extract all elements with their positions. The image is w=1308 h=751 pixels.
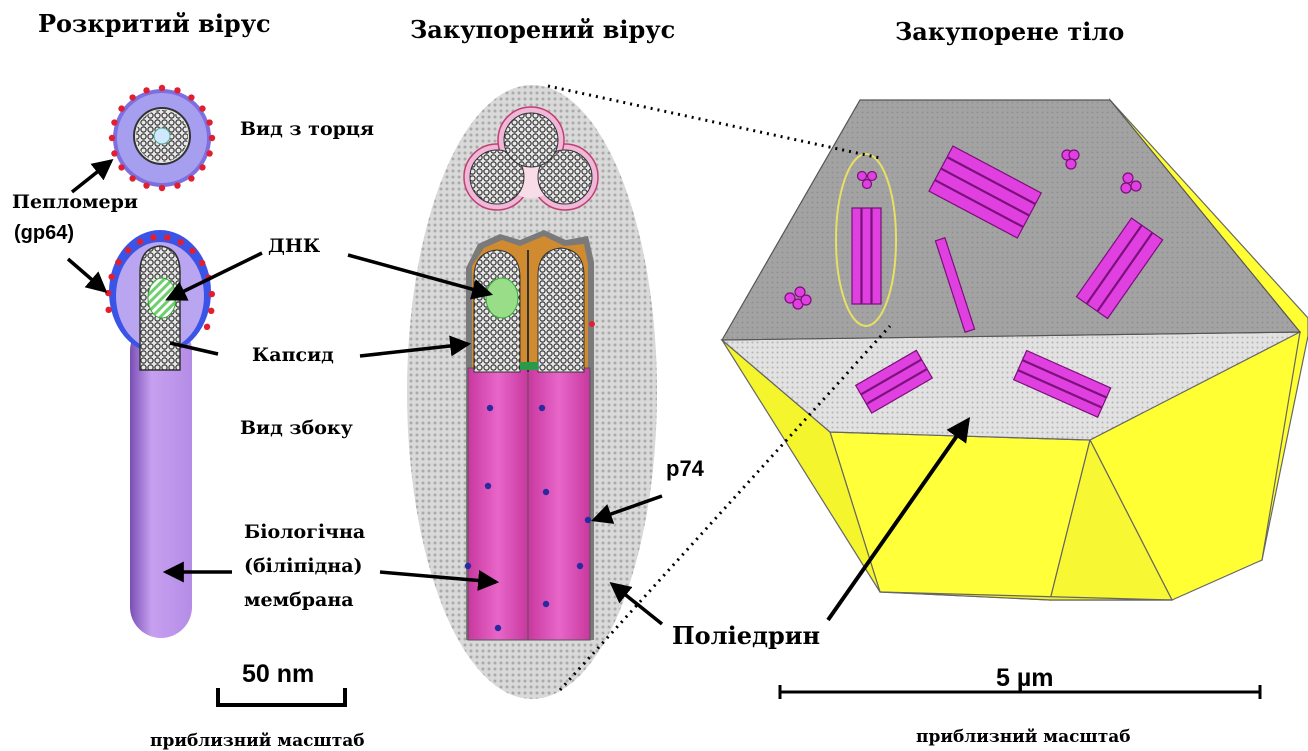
peplomer-dot [206,150,212,156]
p74-dot [465,563,471,569]
peplomer-dot [111,119,117,125]
peplomer-dot [150,234,156,240]
peplomer-dot [129,94,135,100]
peplomer-dot [129,175,135,181]
p74-dot [585,517,591,523]
peplomer-dot [125,247,131,253]
peplomer-dot [143,182,149,188]
peplomer-dot [208,308,214,314]
peplomer-dot [111,150,117,156]
peplomer-dot [164,234,170,240]
occlusion-body [548,86,1308,699]
scale-note-left: приблизний масштаб [150,732,365,751]
membrane-label-line1: Біологічна [244,522,365,544]
p74-label: p74 [666,456,704,481]
polyhedrin-label: Поліедрин [672,622,820,650]
peplomer-dot [189,248,195,254]
peplomer-dot [109,135,115,141]
peplomer-dot [105,290,111,296]
peplomer-dot [188,175,194,181]
budded-virus [68,85,345,705]
peplomer-dot [177,239,183,245]
p74-dot [487,405,493,411]
peplomer-dot [204,324,210,330]
peplomer-dot [209,135,215,141]
peplomer-dot [209,291,215,297]
occlusion-body-title: Закупорене тіло [895,18,1124,46]
peplomer-dot [199,164,205,170]
peplomer-end-arrow [72,161,111,192]
occluded-virus [348,85,662,699]
p74-dot [543,489,549,495]
p74-dot [539,405,545,411]
peplomer-dot [118,105,124,111]
end-view-label: Вид з торця [240,119,374,141]
peplomer-dot [199,260,205,266]
peplomer-side-arrow [68,259,105,291]
scale-left-value: 50 nm [242,660,314,689]
p74-dot [485,483,491,489]
peplomers-label-line1: Пепломери [12,192,138,214]
peplomer-dot [159,85,165,91]
p74-dot [577,563,583,569]
scale-right-value: 5 µm [996,664,1053,693]
scale-bar-50nm [218,688,345,705]
end-view-cross-section [113,89,211,187]
side-view-label: Вид збоку [240,418,353,440]
peplomer-dot [188,94,194,100]
peplomers-label-line2: (gp64) [14,222,74,245]
peplomer-dot [115,259,121,265]
peplomer-dot [206,119,212,125]
peplomer-dot [174,87,180,93]
peplomer-dot [143,87,149,93]
peplomer-dot [199,105,205,111]
peplomer-dot [174,182,180,188]
peplomer-dot [118,164,124,170]
membrane-label-line3: мембрана [244,590,354,612]
peplomer-dot [137,239,143,245]
enveloped-virus-title: Розкритий вірус [38,10,271,38]
membrane-label-line2: (біліпідна) [244,556,363,578]
peplomer-dot [108,274,114,280]
p74-dot [495,625,501,631]
capsid-label: Капсид [252,345,334,367]
peplomer-dot [105,307,111,313]
occluded-virus-title: Закупорений вірус [410,16,675,44]
peplomer-dot [159,185,165,191]
scale-note-right: приблизний масштаб [916,728,1131,748]
side-view-virion [109,230,211,638]
dna-label: ДНК [268,236,320,258]
p74-dot [543,601,549,607]
